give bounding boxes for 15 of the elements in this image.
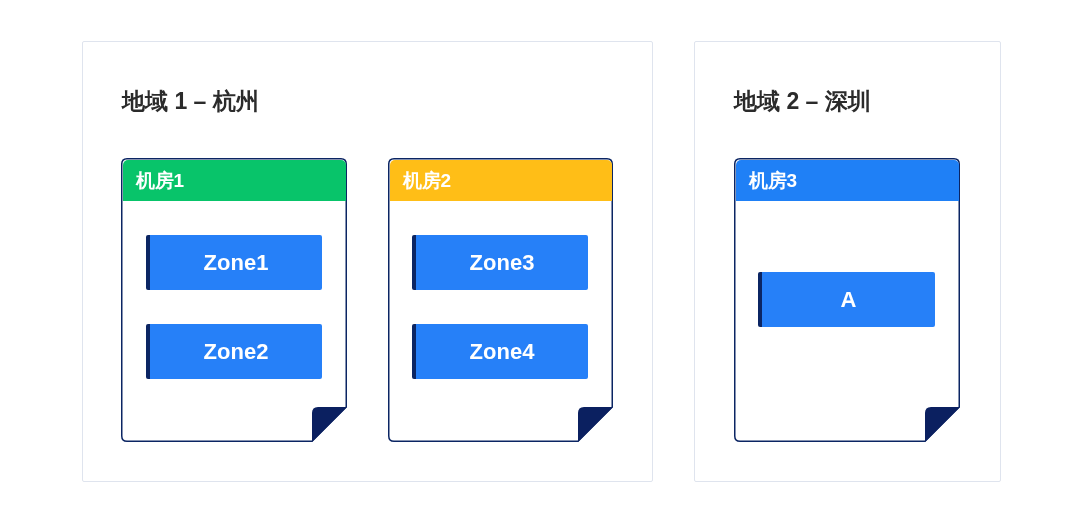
region-panel (82, 41, 653, 482)
card-header: 机房3 (735, 159, 959, 201)
zone-block: Zone1 (146, 235, 322, 290)
zone-block: Zone4 (412, 324, 588, 379)
region-title: 地域 2 – 深圳 (734, 87, 871, 116)
region-panel (694, 41, 1001, 482)
document-card (734, 158, 960, 442)
zone-block: Zone2 (146, 324, 322, 379)
card-header: 机房2 (389, 159, 612, 201)
document-card (121, 158, 347, 442)
region-title: 地域 1 – 杭州 (122, 87, 259, 116)
zone-block: A (758, 272, 935, 327)
zone-block: Zone3 (412, 235, 588, 290)
card-header: 机房1 (122, 159, 346, 201)
document-card (388, 158, 613, 442)
